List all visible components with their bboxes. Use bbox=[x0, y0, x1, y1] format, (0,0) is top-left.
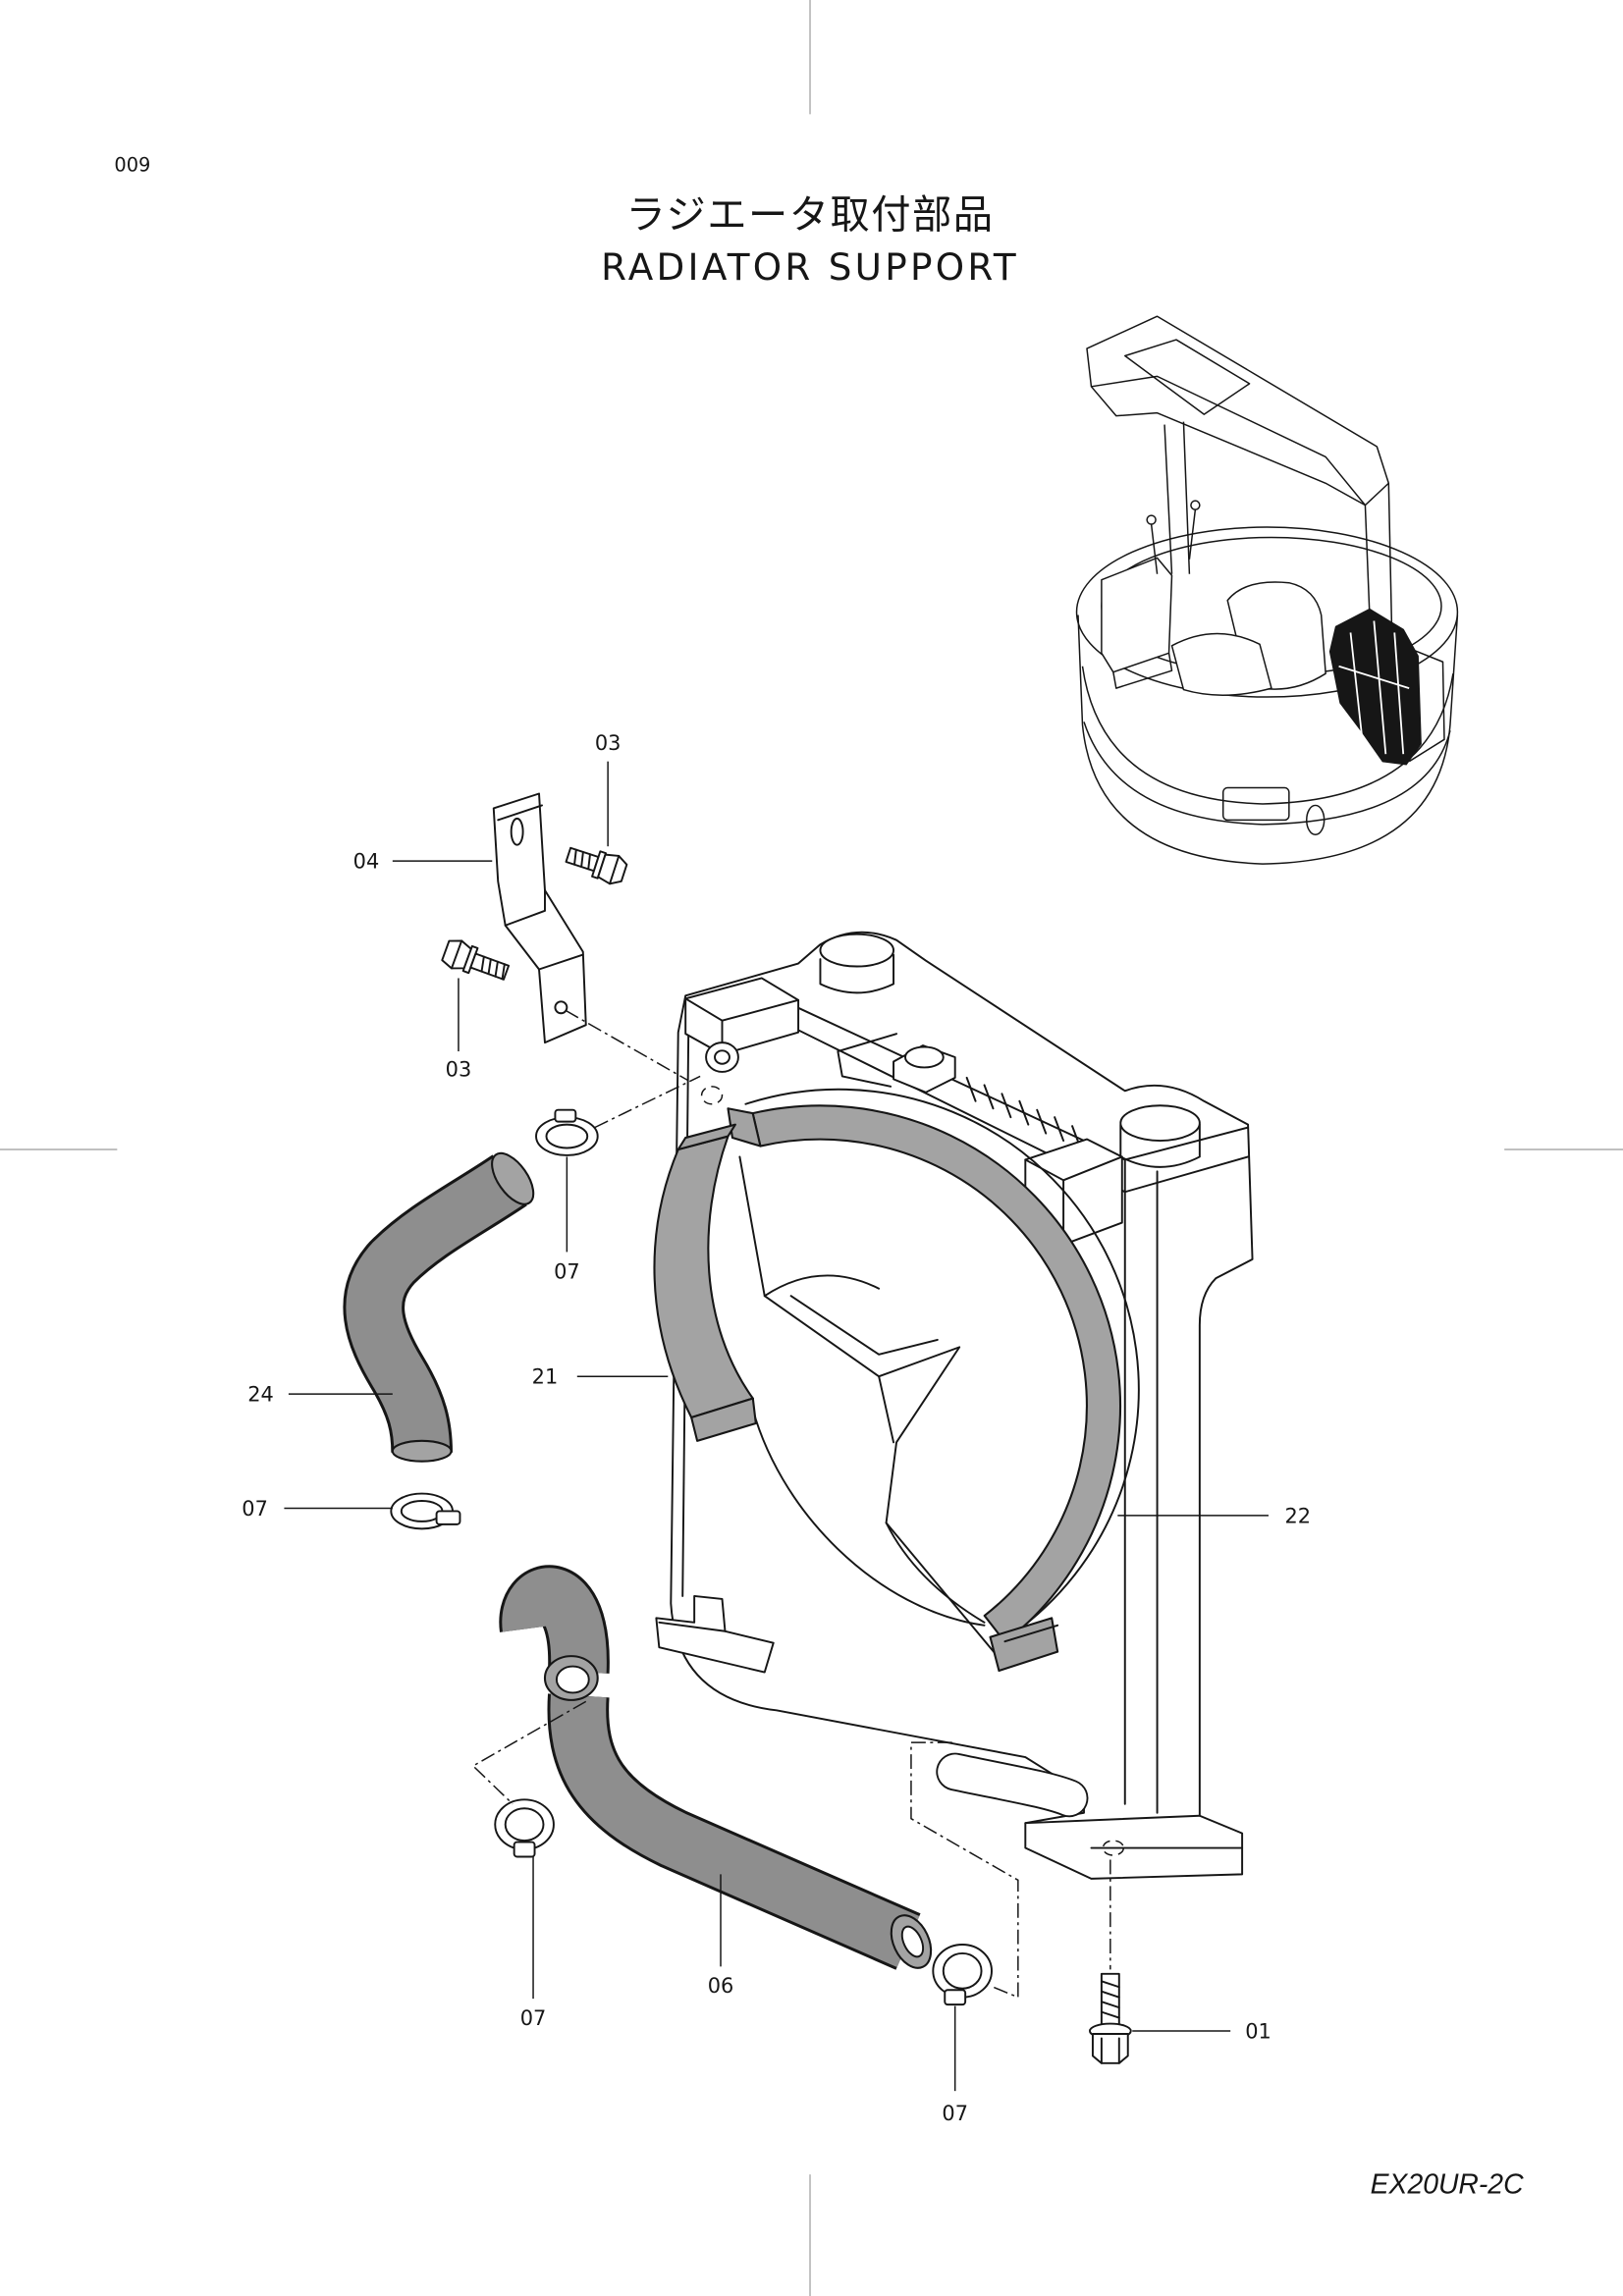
bracket-part-04 bbox=[492, 792, 587, 1044]
hose-clamp-part-07-lower-right bbox=[932, 1944, 993, 2006]
fan-shroud bbox=[738, 1155, 998, 1656]
callout-label: 21 bbox=[532, 1365, 559, 1389]
screw-part-03-upper bbox=[565, 846, 628, 885]
callout-leaders bbox=[284, 761, 1269, 2092]
callout-label: 03 bbox=[595, 731, 622, 755]
callout-label: 07 bbox=[242, 1497, 268, 1521]
title-japanese: ラジエータ取付部品 bbox=[625, 193, 994, 239]
upper-hose-part-24 bbox=[343, 1151, 535, 1463]
callout-label: 07 bbox=[554, 1259, 580, 1283]
callout-label: 22 bbox=[1285, 1504, 1312, 1527]
callout-label: 03 bbox=[446, 1057, 472, 1081]
radiator-assembly bbox=[343, 792, 1254, 2064]
lower-outlet-pipe bbox=[936, 1752, 1089, 1818]
callout-labels: 03 04 03 07 24 21 07 22 07 06 01 07 bbox=[242, 731, 1311, 2125]
model-code: EX20UR-2C bbox=[1371, 2169, 1524, 2201]
page-number: 009 bbox=[114, 154, 150, 177]
callout-label: 24 bbox=[247, 1383, 274, 1407]
callout-label: 07 bbox=[942, 2102, 968, 2125]
callout-label: 01 bbox=[1245, 2019, 1271, 2043]
hose-clamp-part-07-upper-left bbox=[390, 1492, 461, 1530]
hose-clamp-part-07-lower-left bbox=[494, 1798, 555, 1858]
shroud-seal-part-22 bbox=[727, 1088, 1140, 1673]
lower-hose-part-06 bbox=[499, 1565, 933, 1970]
callout-label: 04 bbox=[353, 850, 380, 874]
assembly-lines bbox=[471, 1009, 1111, 1999]
radiator bbox=[655, 931, 1254, 1880]
callout-label: 06 bbox=[708, 1974, 734, 1998]
hose-clamp-part-07-upper-right bbox=[535, 1108, 599, 1156]
screw-part-03-lower bbox=[441, 939, 511, 981]
bolt-part-01 bbox=[1088, 1972, 1132, 2064]
shroud-seal-part-21 bbox=[653, 1123, 757, 1442]
title-english: RADIATOR SUPPORT bbox=[601, 245, 1019, 289]
machine-location-view bbox=[1075, 315, 1459, 865]
callout-label: 07 bbox=[520, 2006, 547, 2030]
